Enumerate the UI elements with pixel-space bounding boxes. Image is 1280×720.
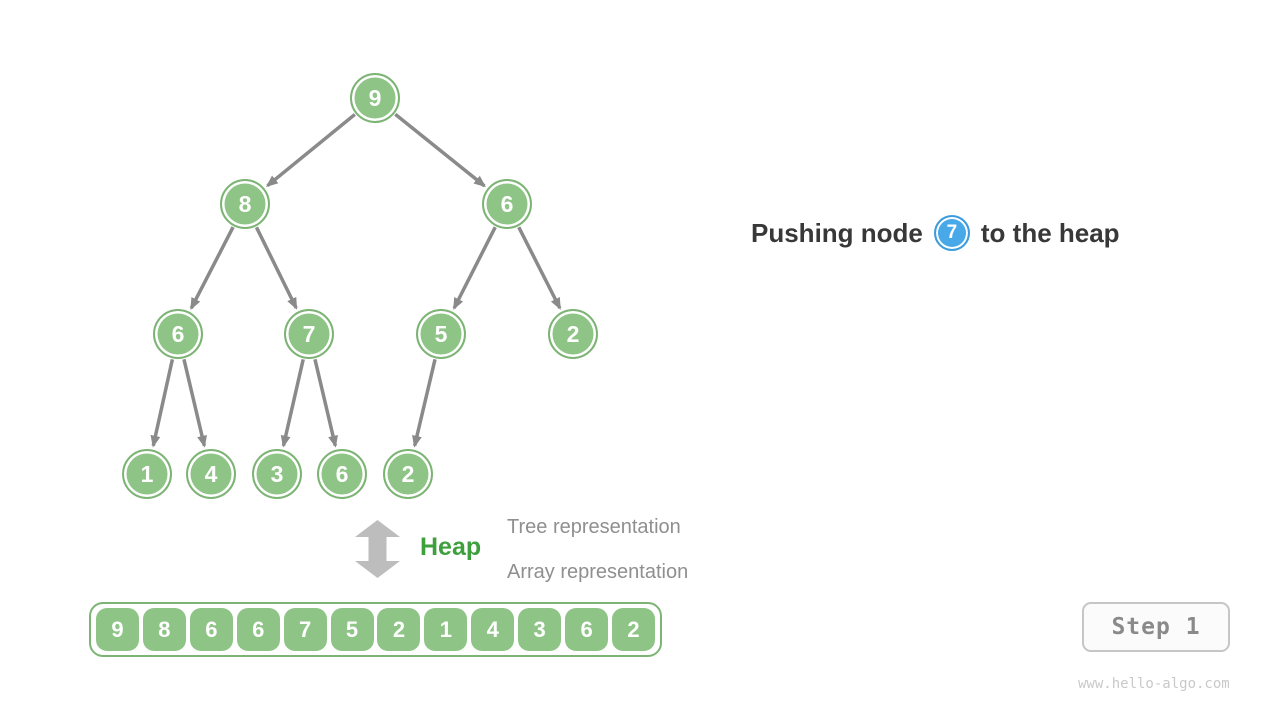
tree-edge-8 <box>280 358 305 448</box>
title-prefix: Pushing node <box>751 217 923 248</box>
up-down-arrow-icon <box>355 520 400 578</box>
tree-node-2: 6 <box>482 179 532 229</box>
tree-edge-6 <box>150 359 175 448</box>
array-cell-4: 7 <box>283 608 327 651</box>
array-cell-1: 8 <box>142 608 186 651</box>
array-cell-5: 5 <box>330 608 374 651</box>
array-cell-0: 9 <box>96 608 139 651</box>
tree-edge-2 <box>189 226 235 310</box>
tree-edge-9 <box>313 358 338 448</box>
pushed-node-circle: 7 <box>933 215 970 251</box>
tree-edge-0 <box>265 113 356 188</box>
array-cell-10: 6 <box>565 608 609 651</box>
tree-edge-5 <box>517 226 562 310</box>
tree-node-10: 6 <box>317 449 367 499</box>
tree-edge-7 <box>182 358 207 448</box>
array-cell-6: 2 <box>377 608 421 651</box>
tree-node-8: 4 <box>186 449 236 499</box>
array-cell-7: 1 <box>424 608 468 651</box>
tree-edge-10 <box>412 358 437 448</box>
tree-node-5: 5 <box>416 309 466 359</box>
tree-node-4: 7 <box>284 309 334 359</box>
title: Pushing node 7 to the heap <box>751 214 1120 252</box>
heap-label: Heap <box>420 533 482 561</box>
tree-node-7: 1 <box>122 449 172 499</box>
watermark: www.hello-algo.com <box>1078 676 1230 692</box>
tree-edge-1 <box>394 112 486 188</box>
tree-edge-4 <box>452 226 497 310</box>
array-representation-label: Array representation <box>507 561 689 583</box>
tree-node-6: 2 <box>548 309 598 359</box>
array-cell-11: 2 <box>611 608 655 651</box>
tree-node-11: 2 <box>383 449 433 499</box>
array-cell-2: 6 <box>189 608 233 651</box>
array-cell-3: 6 <box>236 608 280 651</box>
step-badge: Step 1 <box>1082 602 1230 652</box>
tree-node-3: 6 <box>153 309 203 359</box>
array-cell-8: 4 <box>471 608 515 651</box>
title-suffix: to the heap <box>980 217 1120 248</box>
array-cell-9: 3 <box>518 608 562 651</box>
tree-node-0: 9 <box>350 73 400 123</box>
tree-representation-label: Tree representation <box>507 516 681 538</box>
tree-node-1: 8 <box>220 179 270 229</box>
tree-edge-3 <box>254 226 298 310</box>
tree-node-9: 3 <box>252 449 302 499</box>
